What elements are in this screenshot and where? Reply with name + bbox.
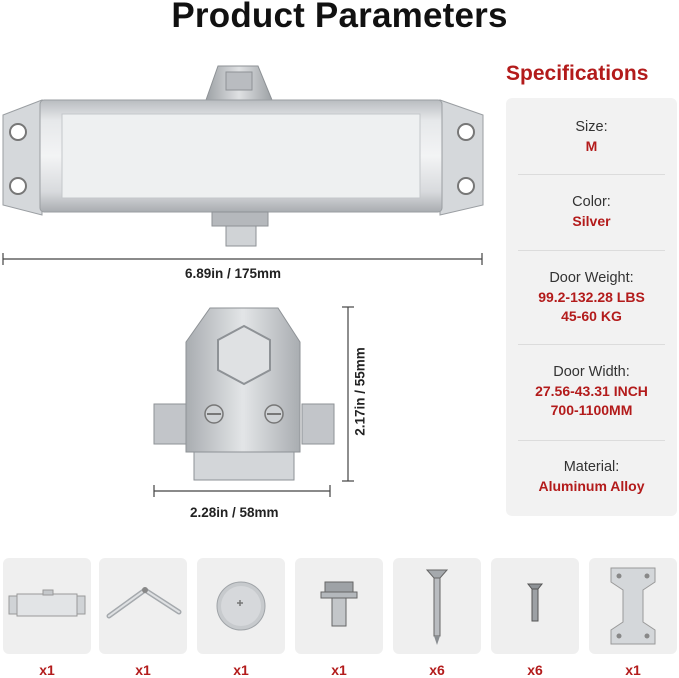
accessory-quantity: x6 (429, 662, 445, 678)
width-dimension-line (153, 485, 331, 497)
long-screw-icon (425, 569, 449, 645)
spec-label: Material: (563, 459, 620, 475)
spec-label: Door Weight: (549, 270, 634, 286)
spec-material: Material: Aluminum Alloy (506, 458, 677, 496)
accessory-quantity: x1 (625, 662, 641, 678)
cover-cap-icon (216, 581, 266, 631)
accessory-quantity: x1 (135, 662, 151, 678)
spec-value: 27.56-43.31 INCH (535, 383, 648, 399)
accessory-thumb (3, 558, 91, 654)
height-dimension-line (342, 306, 354, 482)
spec-value: 700-1100MM (550, 402, 633, 418)
bolt-nut-icon (320, 581, 358, 627)
spec-value: 99.2-132.28 LBS (538, 289, 645, 305)
spec-value: M (585, 138, 598, 154)
accessory-thumb (295, 558, 383, 654)
height-dimension-label: 2.17in / 55mm (352, 347, 368, 436)
spec-divider (518, 344, 665, 345)
length-dimension-line (2, 253, 483, 265)
spec-label: Door Width: (553, 364, 630, 380)
door-closer-body-icon (8, 589, 86, 617)
spec-door-weight: Door Weight: 99.2-132.28 LBS 45-60 KG (506, 269, 677, 326)
accessory-thumb (393, 558, 481, 654)
spec-value: Aluminum Alloy (538, 478, 645, 494)
accessory-thumb (197, 558, 285, 654)
mounting-bracket-icon (610, 567, 656, 645)
spec-door-width: Door Width: 27.56-43.31 INCH 700-1100MM (506, 363, 677, 420)
arm-linkage-icon (106, 586, 182, 619)
page-title: Product Parameters (171, 0, 508, 35)
accessory-quantity: x1 (233, 662, 249, 678)
door-closer-side-view (153, 307, 335, 481)
accessory-thumb (589, 558, 677, 654)
accessory-thumb (99, 558, 187, 654)
door-closer-top-view (2, 65, 484, 247)
specifications-panel: Size: M Color: Silver Door Weight: 99.2-… (506, 98, 677, 516)
spec-divider (518, 440, 665, 441)
spec-divider (518, 250, 665, 251)
spec-label: Size: (575, 119, 608, 135)
spec-value: 45-60 KG (561, 308, 622, 324)
width-dimension-label: 2.28in / 58mm (190, 505, 279, 520)
specifications-heading: Specifications (506, 62, 649, 85)
accessory-quantity: x1 (331, 662, 347, 678)
spec-value: Silver (572, 213, 611, 229)
accessory-quantity: x6 (527, 662, 543, 678)
spec-color: Color: Silver (506, 193, 677, 231)
spec-size: Size: M (506, 118, 677, 156)
spec-divider (518, 174, 665, 175)
short-screw-icon (526, 583, 544, 622)
accessory-quantity: x1 (39, 662, 55, 678)
accessory-thumb (491, 558, 579, 654)
length-dimension-label: 6.89in / 175mm (185, 266, 282, 281)
spec-label: Color: (572, 194, 611, 210)
